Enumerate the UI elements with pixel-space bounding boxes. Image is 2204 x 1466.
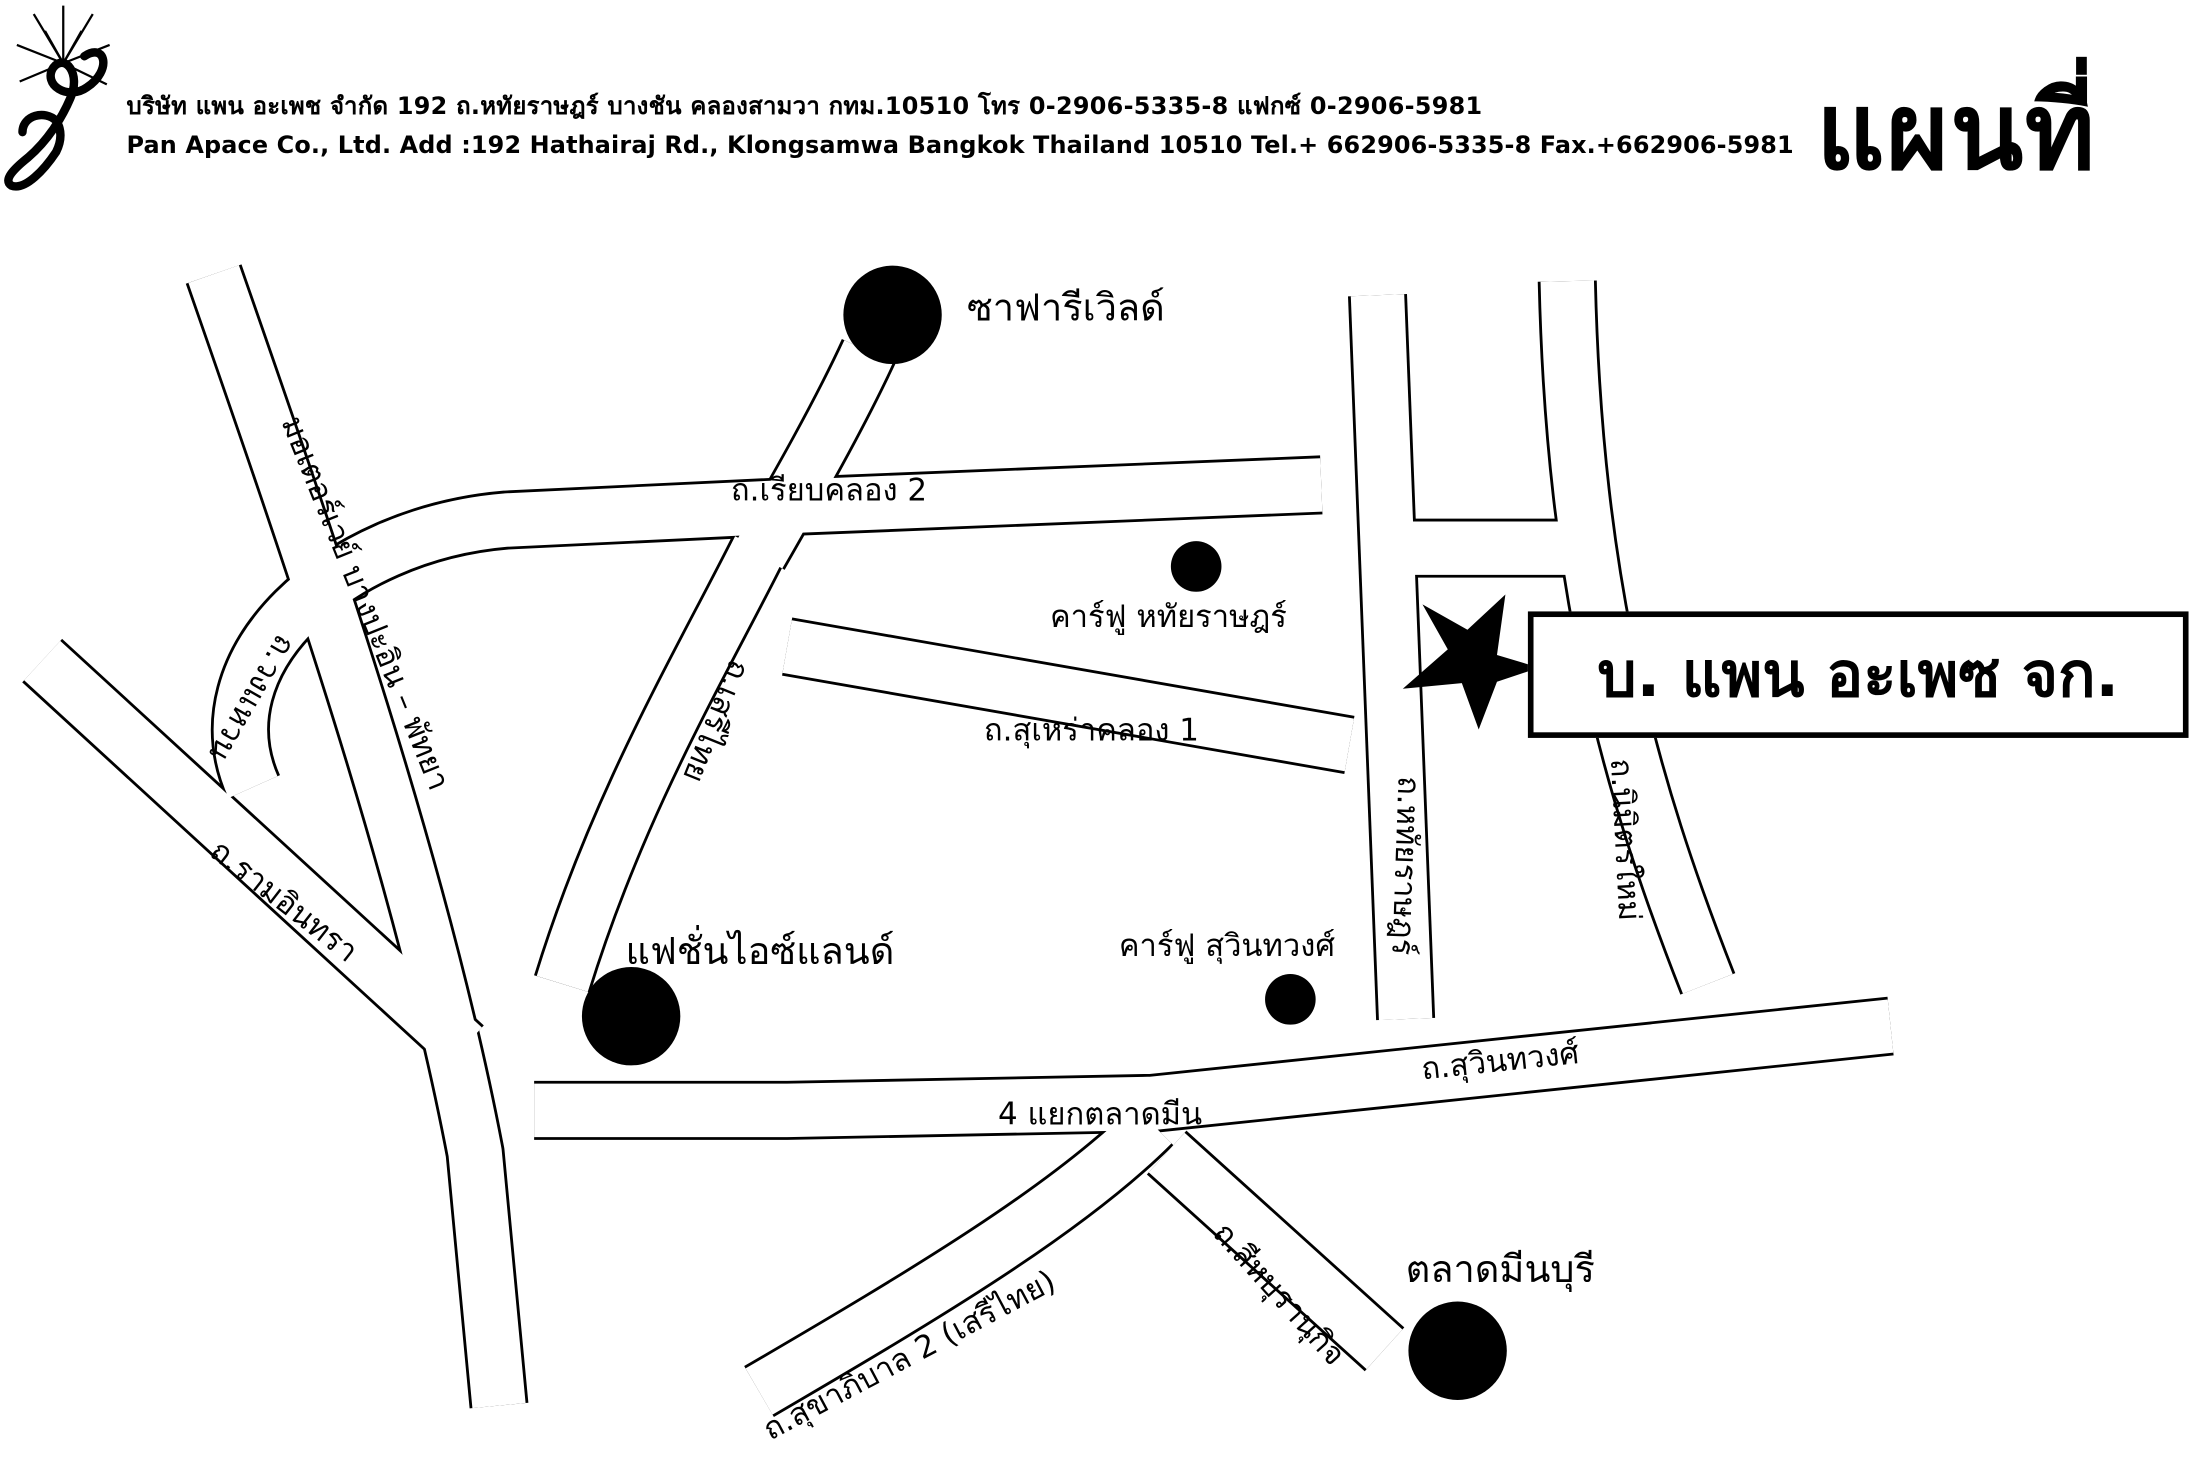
header-company-en: Pan Apace Co., Ltd. Add :192 Hathairaj R…: [126, 132, 1794, 161]
label-carrefour-hathairat: คาร์ฟู หทัยราษฎร์: [1050, 599, 1287, 635]
company-label-box: บ. แพน อะเพซ จก.: [1527, 611, 2189, 738]
label-rieb-khlong-2: ถ.เรียบคลอง 2: [731, 472, 927, 508]
label-safari-world: ซาฟารีเวิลด์: [967, 285, 1165, 329]
page-title: แผนที่: [1816, 68, 2097, 194]
company-label: บ. แพน อะเพซ จก.: [1597, 639, 2120, 712]
label-fashion-island: แฟชั่นไอซ์แลนด์: [625, 925, 894, 973]
header-company-th: บริษัท แพน อะเพช จำกัด 192 ถ.หทัยราษฎร์ …: [126, 92, 1483, 121]
star-icon: [1402, 594, 1540, 730]
star-burst-logo: [4, 5, 111, 191]
marker-carrefour-suwinthawong: [1265, 974, 1316, 1025]
marker-talad-minburi: [1408, 1301, 1507, 1400]
label-nimit-mai: ถ.นิมิตรใหม่: [1603, 758, 1647, 922]
marker-safari-world: [843, 265, 942, 365]
label-hathairat: ถ.หทัยราษฎร์: [1384, 776, 1426, 956]
label-carrefour-suwinthawong: คาร์ฟู สุวินทวงศ์: [1119, 928, 1336, 965]
marker-fashion-island: [581, 967, 681, 1066]
marker-carrefour-hathairat: [1170, 541, 1222, 592]
label-suea-khlong-1: ถ.สุเหร่าคลอง 1: [984, 713, 1199, 750]
label-talad-minburi: ตลาดมีนบุรี: [1406, 1247, 1595, 1292]
label-yaek-talad-min: 4 แยกตลาดมีน: [998, 1096, 1202, 1132]
